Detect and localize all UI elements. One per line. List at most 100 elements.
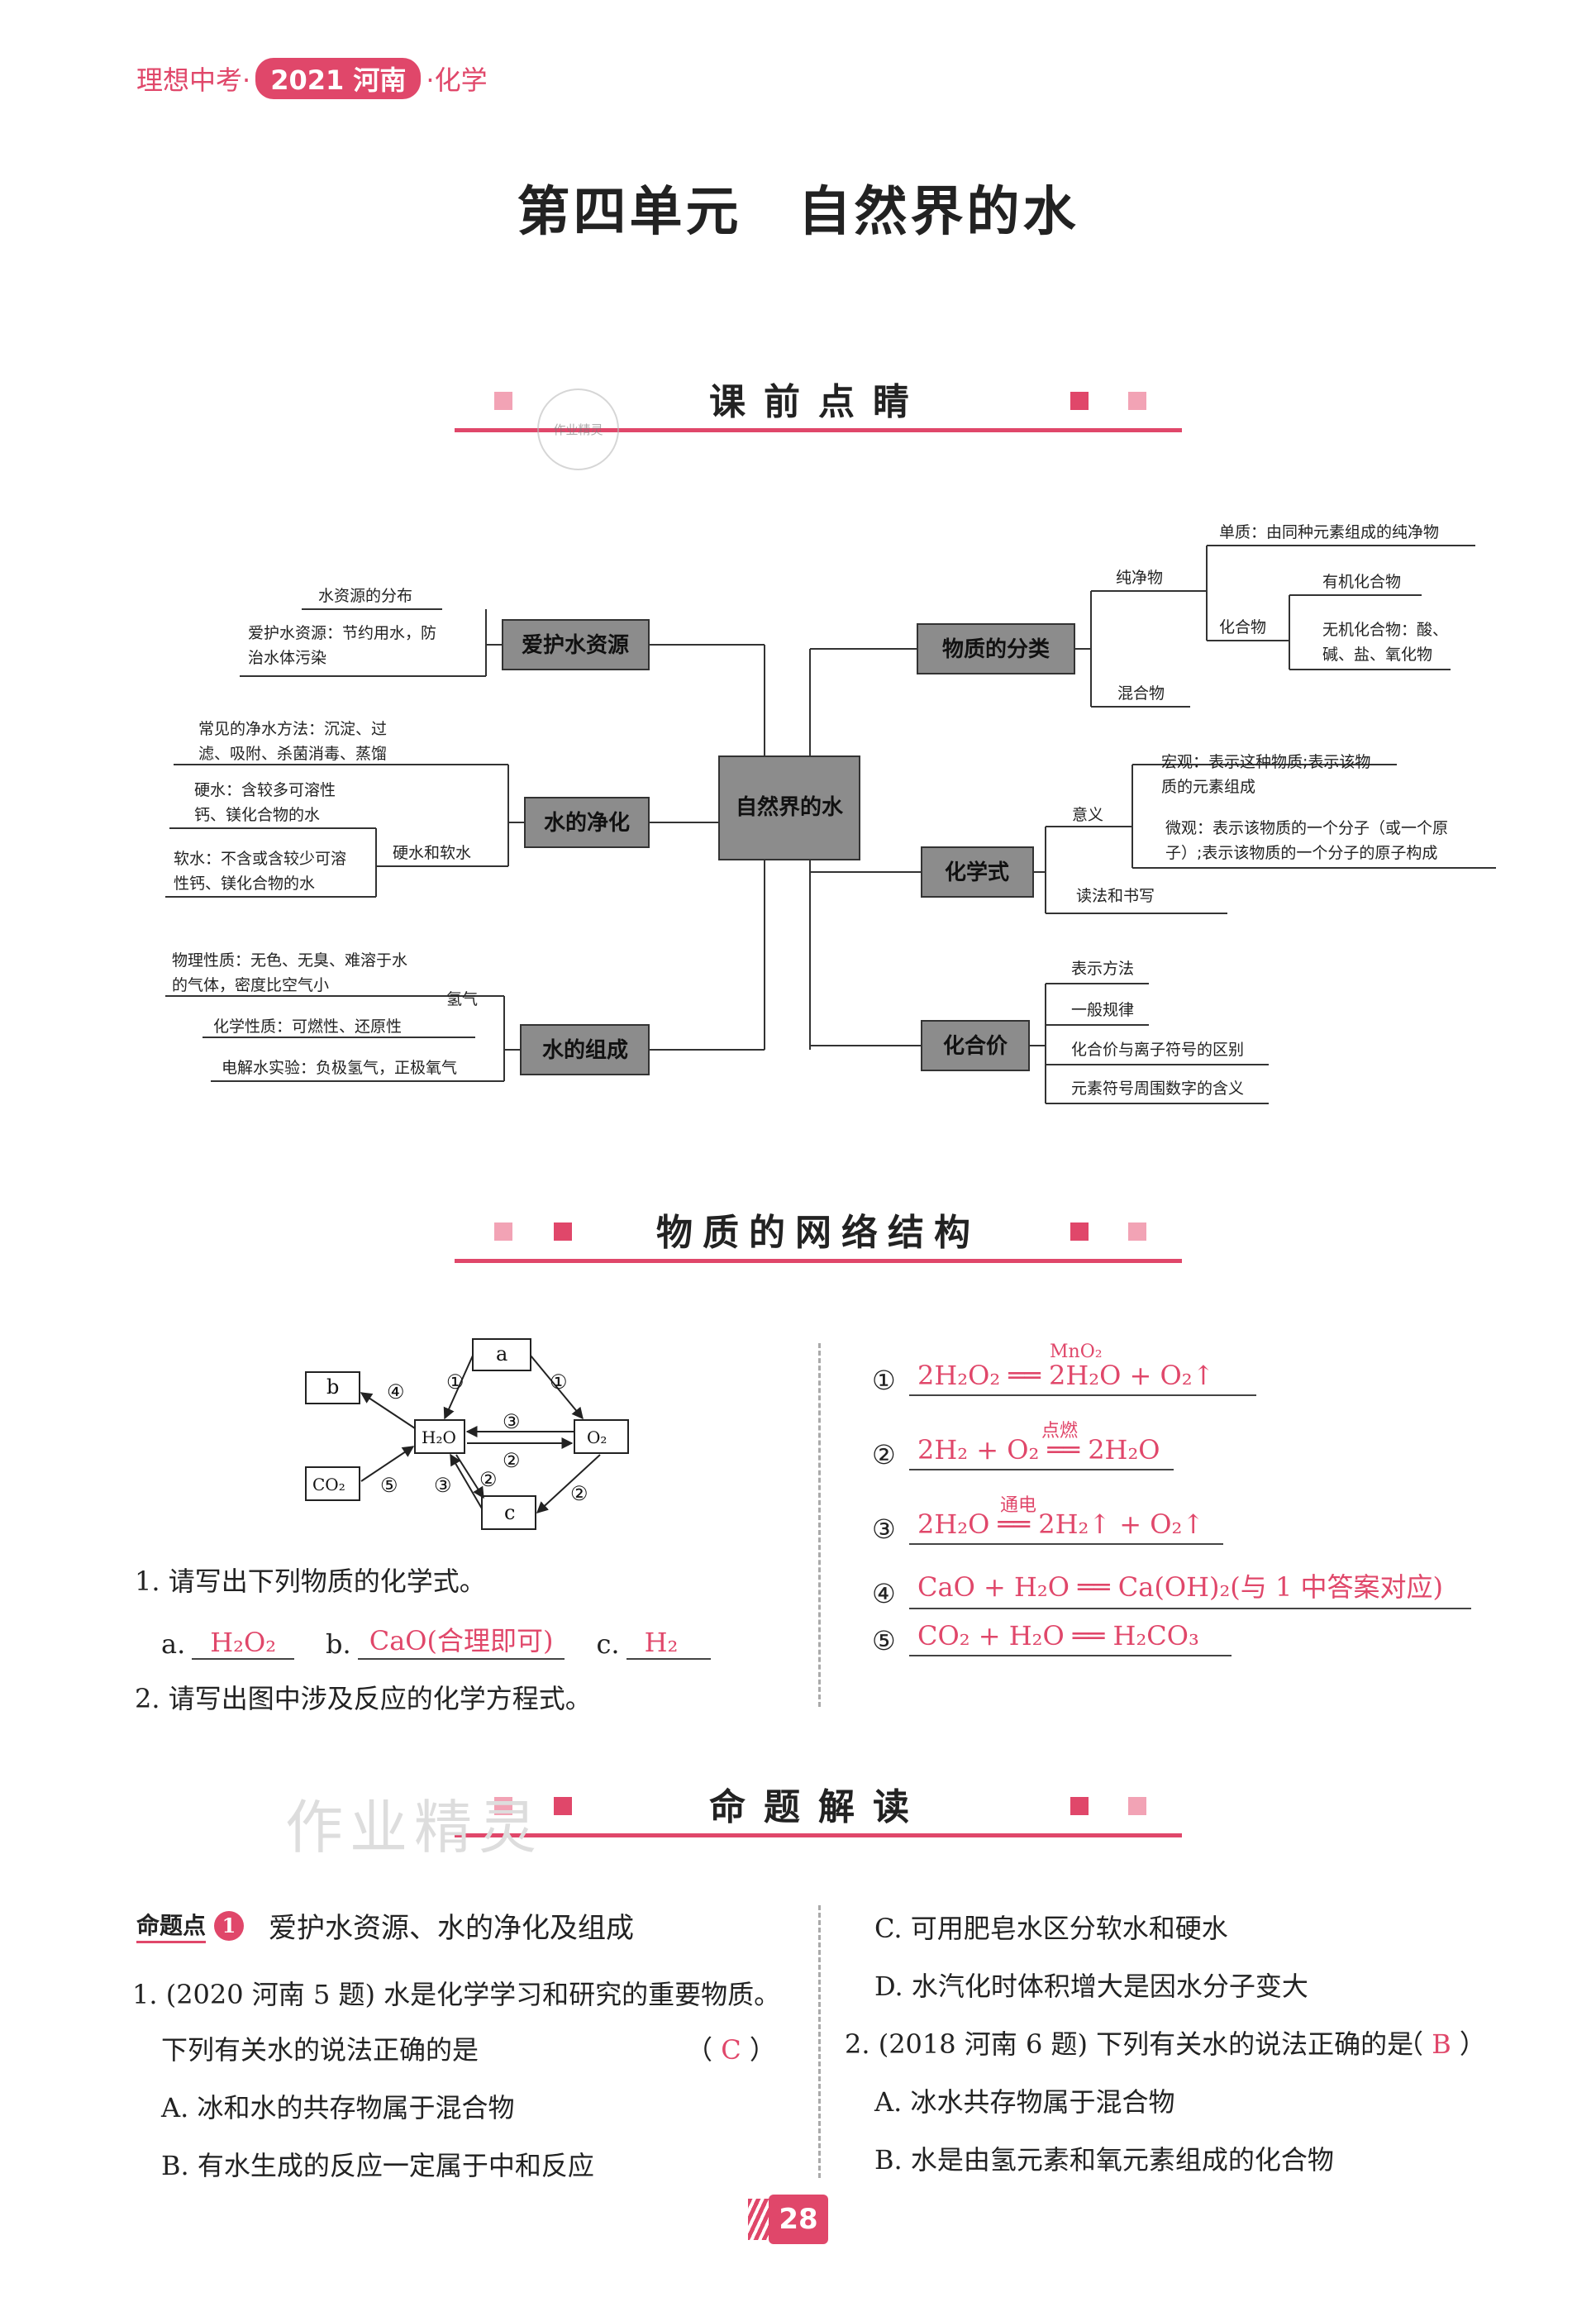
leaf: 单质：由同种元素组成的纯净物 — [1219, 523, 1439, 541]
leaf: 元素符号周围数字的含义 — [1071, 1080, 1244, 1098]
section-underline — [455, 1259, 1182, 1263]
eq-num: ② — [872, 1439, 896, 1470]
leaf: 滤、吸附、杀菌消毒、蒸馏 — [198, 745, 387, 763]
section-title: 物质的网络结构 — [656, 1212, 980, 1254]
section-underline — [455, 428, 1182, 432]
watermark: 作业精灵 — [285, 1794, 543, 1861]
section-title: 课前点睛 — [709, 381, 927, 423]
node-water-purification: 水的净化 — [544, 810, 630, 836]
section-underline — [455, 1833, 1182, 1837]
leaf: 纯净物 — [1116, 569, 1163, 587]
topic-badge: 命题点 — [136, 1908, 207, 1943]
node-water-composition: 水的组成 — [542, 1037, 628, 1063]
subject: ·化学 — [426, 64, 488, 96]
answer-a: H₂O₂ — [192, 1627, 295, 1660]
leaf: 硬水和软水 — [393, 844, 471, 862]
leaf: 表示方法 — [1071, 960, 1134, 978]
deco-square — [554, 1222, 572, 1241]
equation-row: ② 2H₂ + O₂ ══ 2H₂O 点燃 — [872, 1421, 1174, 1470]
leaf: 治水体污染 — [248, 649, 326, 667]
leaf: 物理性质：无色、无臭、难溶于水 — [172, 951, 407, 970]
leaf: 钙、镁化合物的水 — [194, 806, 320, 824]
label-a: a. — [161, 1628, 186, 1660]
year-region-badge: 2021 河南 — [255, 58, 422, 99]
page-number: 28 — [769, 2195, 828, 2244]
page-deco — [748, 2199, 769, 2240]
leaf: 化学性质：可燃性、还原性 — [213, 1018, 402, 1036]
deco-square — [1128, 1797, 1146, 1815]
section-heading-3: 命题解读 — [455, 1777, 1182, 1837]
label-b: b. — [326, 1628, 351, 1660]
divider — [818, 1905, 821, 2178]
page-header: 理想中考· 2021 河南 ·化学 — [136, 58, 488, 99]
mark-2: ② — [479, 1468, 498, 1491]
deco-square — [554, 1797, 572, 1815]
eq-body: 2H₂ + O₂ ══ 2H₂O — [909, 1434, 1174, 1470]
node-classification: 物质的分类 — [942, 636, 1050, 662]
leaf: 化合物 — [1219, 618, 1266, 636]
exam-q2-answer: （ B ） — [1397, 2028, 1486, 2060]
deco-square — [1128, 392, 1146, 410]
network-diagram: a b H₂O O₂ CO₂ c ① ① ④ ③ ② ② ⑤ ③ ② — [305, 1338, 629, 1530]
deco-square — [1070, 1222, 1089, 1241]
option: C. 可用肥皂水区分软水和硬水 — [874, 1913, 1228, 1944]
node-valence: 化合价 — [943, 1033, 1008, 1059]
label-c: c. — [596, 1628, 620, 1660]
leaf: 水资源的分布 — [318, 587, 412, 605]
eq-body: CaO + H₂O ══ Ca(OH)₂(与 1 中答案对应) — [909, 1566, 1471, 1609]
leaf: 混合物 — [1117, 684, 1165, 703]
topic-number: 1 — [214, 1910, 245, 1941]
page-title: 第四单元 自然界的水 — [517, 181, 1079, 243]
node-water-protection: 爱护水资源 — [522, 633, 629, 658]
exam-q1-stem: 下列有关水的说法正确的是 — [161, 2034, 479, 2066]
node-h2o: H₂O — [422, 1427, 456, 1447]
eq-cond: MnO₂ — [1050, 1342, 1103, 1362]
question-1: 1. 请写出下列物质的化学式。 — [135, 1566, 486, 1597]
node-b: b — [326, 1375, 339, 1399]
leaf: 氢气 — [446, 990, 478, 1008]
node-c: c — [504, 1501, 515, 1524]
leaf: 常见的净水方法：沉淀、过 — [198, 720, 387, 738]
divider — [818, 1343, 821, 1707]
deco-square — [1070, 1797, 1089, 1815]
answer: C — [721, 2034, 741, 2066]
leaf: 软水：不含或含较少可溶 — [174, 850, 346, 868]
answer: B — [1432, 2028, 1451, 2060]
eq-num: ① — [872, 1365, 896, 1396]
mark-2: ② — [503, 1449, 521, 1472]
leaf: 读法和书写 — [1076, 887, 1155, 905]
option: B. 有水生成的反应一定属于中和反应 — [161, 2150, 594, 2181]
leaf: 电解水实验：负极氢气，正极氧气 — [222, 1059, 457, 1077]
question-2: 2. 请写出图中涉及反应的化学方程式。 — [135, 1683, 592, 1714]
leaf: 性钙、镁化合物的水 — [174, 875, 315, 893]
leaf: 的气体，密度比空气小 — [172, 976, 329, 994]
option: A. 冰和水的共存物属于混合物 — [161, 2092, 515, 2123]
leaf: 无机化合物：酸、 — [1322, 621, 1448, 639]
equation-row: ③ 2H₂O ══ 2H₂↑ + O₂↑ 通电 — [872, 1495, 1223, 1545]
deco-square — [1128, 1222, 1146, 1241]
leaf: 有机化合物 — [1322, 573, 1401, 591]
topic-title: 爱护水资源、水的净化及组成 — [269, 1912, 635, 1945]
leaf: 一般规律 — [1071, 1001, 1134, 1019]
leaf: 碱、盐、氧化物 — [1322, 646, 1432, 664]
eq-body: CO₂ + H₂O ══ H₂CO₃ — [909, 1620, 1232, 1656]
eq-num: ⑤ — [872, 1625, 896, 1656]
exam-q1-stem: 1. (2020 河南 5 题) 水是化学学习和研究的重要物质。 — [132, 1979, 781, 2010]
eq-cond: 通电 — [1000, 1495, 1037, 1516]
stamp-seal: 作业精灵 — [537, 388, 619, 470]
mark-3: ③ — [434, 1474, 452, 1497]
eq-body: 2H₂O ══ 2H₂↑ + O₂↑ — [909, 1508, 1223, 1545]
leaf: 宏观：表示这种物质;表示该物 — [1161, 753, 1370, 771]
node-o2: O₂ — [587, 1427, 607, 1447]
leaf: 爱护水资源：节约用水，防 — [248, 624, 436, 642]
brand: 理想中考· — [136, 64, 251, 96]
mark-1: ① — [550, 1370, 568, 1394]
eq-num: ④ — [872, 1578, 896, 1609]
section-heading-2: 物质的网络结构 — [455, 1203, 1182, 1263]
topic-header: 命题点 1 爱护水资源、水的净化及组成 — [136, 1905, 634, 1946]
deco-square — [494, 392, 512, 410]
equation-row: ④ CaO + H₂O ══ Ca(OH)₂(与 1 中答案对应) — [872, 1566, 1471, 1609]
leaf: 硬水：含较多可溶性 — [194, 781, 336, 799]
question-1-answers: a. H₂O₂ b. CaO(合理即可) c. H₂ — [161, 1620, 712, 1660]
stamp-seal-text: 作业精灵 — [553, 422, 603, 437]
